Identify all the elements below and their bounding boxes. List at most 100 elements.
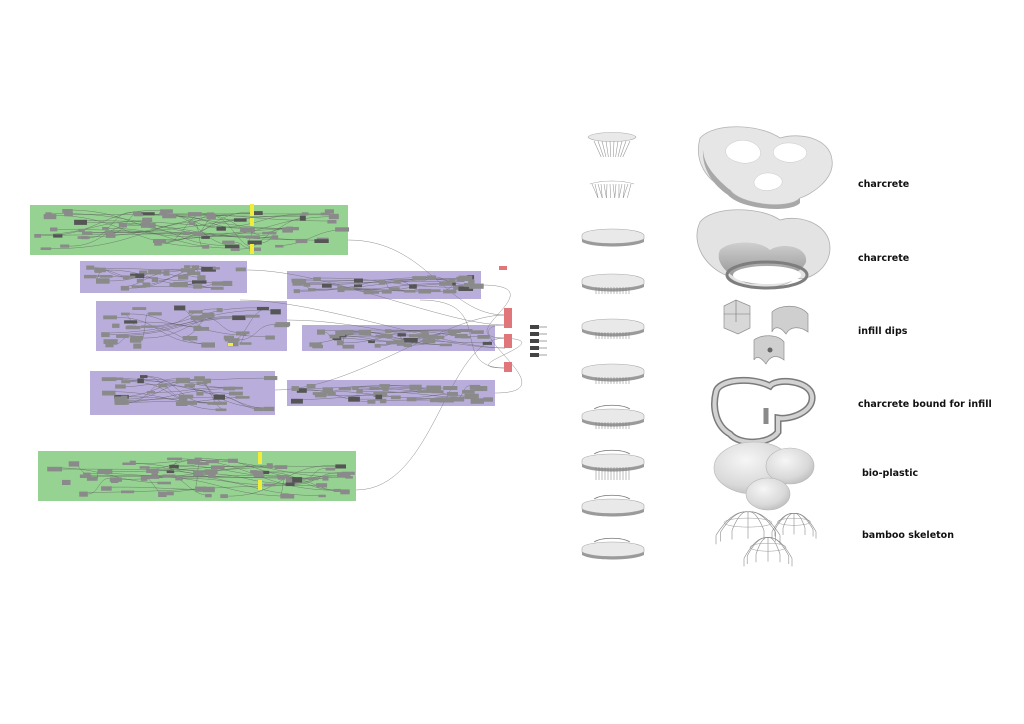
gh-wire bbox=[108, 228, 231, 249]
gh-wire bbox=[102, 391, 221, 404]
gh-component bbox=[443, 289, 457, 294]
gh-component bbox=[216, 226, 226, 231]
gh-component bbox=[104, 230, 114, 234]
gh-component bbox=[462, 389, 475, 394]
gh-component bbox=[470, 399, 484, 404]
gh-component bbox=[197, 275, 206, 280]
gh-component bbox=[318, 494, 326, 498]
sequence-step-model bbox=[581, 273, 645, 294]
sequence-step-model bbox=[581, 318, 645, 339]
gh-component bbox=[469, 384, 481, 390]
layer-label-bamboo-skeleton: bamboo skeleton bbox=[862, 530, 954, 541]
gh-component bbox=[309, 342, 322, 347]
gh-component bbox=[404, 290, 416, 293]
gh-component bbox=[195, 326, 210, 331]
gh-component bbox=[133, 211, 142, 216]
gh-component bbox=[292, 477, 303, 483]
gh-component bbox=[422, 333, 430, 338]
gh-component bbox=[222, 240, 235, 244]
gh-wire bbox=[117, 317, 202, 344]
gh-component bbox=[245, 314, 260, 318]
gh-component bbox=[222, 280, 233, 286]
gh-component bbox=[196, 391, 204, 396]
layer-label-charcrete-1: charcrete bbox=[858, 179, 910, 190]
number-slider bbox=[250, 244, 254, 254]
gh-component bbox=[335, 330, 346, 337]
gh-component bbox=[291, 386, 299, 391]
gh-wire bbox=[47, 467, 171, 484]
gh-component bbox=[482, 341, 492, 345]
gh-component bbox=[468, 283, 484, 289]
gh-component bbox=[459, 329, 473, 332]
gh-component bbox=[105, 233, 116, 238]
gh-component bbox=[275, 244, 284, 248]
relay-component bbox=[499, 266, 507, 270]
gh-component bbox=[223, 335, 235, 340]
gh-component bbox=[121, 380, 131, 384]
gh-component bbox=[270, 309, 281, 315]
gh-wire bbox=[274, 314, 506, 391]
gh-component bbox=[109, 477, 122, 482]
gh-wire bbox=[74, 220, 299, 229]
gh-component bbox=[190, 315, 205, 321]
gh-component bbox=[253, 474, 265, 478]
gh-wire bbox=[488, 337, 523, 369]
gh-component bbox=[125, 325, 141, 330]
gh-component bbox=[198, 462, 209, 466]
gh-component bbox=[187, 459, 200, 465]
gh-component bbox=[343, 287, 355, 291]
gh-component bbox=[68, 461, 80, 467]
gh-component bbox=[210, 286, 224, 290]
gh-wire bbox=[125, 379, 204, 400]
gh-component bbox=[193, 284, 203, 289]
gh-component bbox=[340, 330, 354, 335]
sequence-step-model bbox=[581, 449, 645, 480]
gh-component bbox=[312, 392, 328, 396]
gh-component bbox=[216, 308, 223, 313]
gh-component bbox=[426, 385, 442, 391]
gh-component bbox=[450, 396, 457, 400]
gh-component bbox=[274, 323, 289, 328]
gh-wire bbox=[152, 229, 293, 241]
gh-wire bbox=[480, 284, 511, 339]
gh-component bbox=[229, 391, 243, 396]
gh-component bbox=[101, 332, 110, 338]
gh-component bbox=[253, 211, 263, 215]
gh-component bbox=[232, 315, 246, 321]
gh-component bbox=[158, 491, 167, 497]
gh-component bbox=[428, 289, 441, 293]
gh-component bbox=[115, 384, 126, 389]
gh-component bbox=[223, 386, 235, 391]
gh-wire bbox=[154, 219, 247, 244]
gh-component bbox=[151, 277, 158, 282]
gh-component bbox=[317, 329, 325, 335]
gh-component bbox=[449, 282, 456, 286]
gh-wire bbox=[114, 396, 225, 401]
gh-component bbox=[114, 396, 126, 402]
gh-component bbox=[131, 285, 147, 288]
gh-component bbox=[420, 330, 429, 334]
gh-component bbox=[247, 240, 262, 245]
gh-component bbox=[352, 386, 359, 390]
gh-component bbox=[74, 219, 87, 225]
gh-component bbox=[146, 468, 159, 473]
gh-component bbox=[373, 392, 388, 398]
gh-component bbox=[187, 271, 201, 275]
gh-component bbox=[99, 275, 113, 278]
gh-component bbox=[379, 384, 390, 388]
gh-component bbox=[235, 331, 247, 336]
gh-component bbox=[429, 398, 442, 403]
gh-component bbox=[167, 457, 182, 461]
sequence-step-model bbox=[587, 132, 637, 158]
gh-component bbox=[263, 406, 275, 412]
gh-component bbox=[142, 218, 151, 224]
gh-component bbox=[233, 218, 247, 222]
gh-component bbox=[358, 330, 371, 335]
gh-component bbox=[316, 483, 328, 488]
gh-component bbox=[458, 286, 474, 291]
gh-component bbox=[337, 472, 351, 478]
gh-wire bbox=[169, 465, 289, 477]
gh-component bbox=[187, 212, 202, 217]
number-slider bbox=[258, 480, 262, 490]
gh-component bbox=[136, 278, 144, 283]
